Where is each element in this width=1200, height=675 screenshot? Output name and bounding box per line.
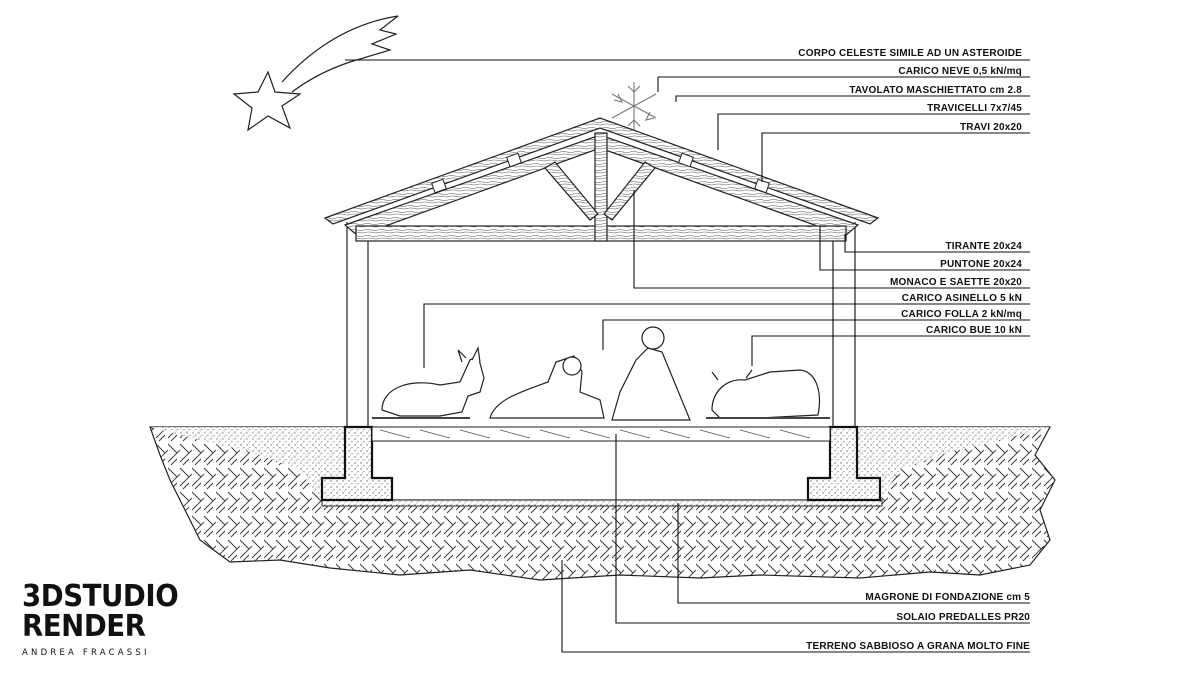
- label-sandy-soil: TERRENO SABBIOSO A GRANA MOLTO FINE: [806, 641, 1030, 652]
- label-crowd-load: CARICO FOLLA 2 kN/mq: [901, 309, 1022, 320]
- label-principal-rafter: PUNTONE 20x24: [940, 259, 1022, 270]
- label-tongue-groove-boards: TAVOLATO MASCHIETTATO cm 2.8: [849, 85, 1022, 96]
- donkey-figure: [372, 346, 485, 419]
- leaders-middle: [423, 190, 1030, 368]
- leaders-bottom: [561, 434, 1030, 653]
- shooting-star-icon: [232, 15, 399, 132]
- logo-author: ANDREA FRACASSI: [22, 648, 150, 658]
- label-predalles-slab: SOLAIO PREDALLES PR20: [896, 612, 1030, 623]
- foundation: [320, 425, 883, 507]
- logo-line-2: RENDER: [22, 609, 146, 644]
- label-tie-beam: TIRANTE 20x24: [945, 241, 1022, 252]
- label-snow-load: CARICO NEVE 0,5 kN/mq: [898, 66, 1022, 77]
- joseph-figure: [611, 326, 691, 421]
- labels: CORPO CELESTE SIMILE AD UN ASTEROIDE CAR…: [798, 48, 1030, 652]
- label-rafters-small: TRAVICELLI 7x7/45: [927, 103, 1022, 114]
- leaders-top: [345, 59, 1030, 182]
- walls: [346, 222, 856, 427]
- label-ox-load: CARICO BUE 10 kN: [926, 325, 1022, 336]
- ox-figure: [706, 369, 830, 419]
- nativity-figures: [372, 326, 830, 421]
- studio-logo: 3DSTUDIO RENDER ANDREA FRACASSI: [22, 579, 192, 659]
- label-lean-concrete: MAGRONE DI FONDAZIONE cm 5: [865, 592, 1030, 603]
- mary-figure: [489, 355, 605, 419]
- label-beams: TRAVI 20x20: [960, 122, 1022, 133]
- label-donkey-load: CARICO ASINELLO 5 kN: [902, 293, 1022, 304]
- logo-line-1: 3DSTUDIO: [22, 579, 179, 614]
- roof-truss: [323, 117, 880, 242]
- snowflake-icon: [611, 82, 657, 130]
- label-king-post: MONACO E SAETTE 20x20: [890, 277, 1022, 288]
- label-asteroid: CORPO CELESTE SIMILE AD UN ASTEROIDE: [798, 48, 1022, 59]
